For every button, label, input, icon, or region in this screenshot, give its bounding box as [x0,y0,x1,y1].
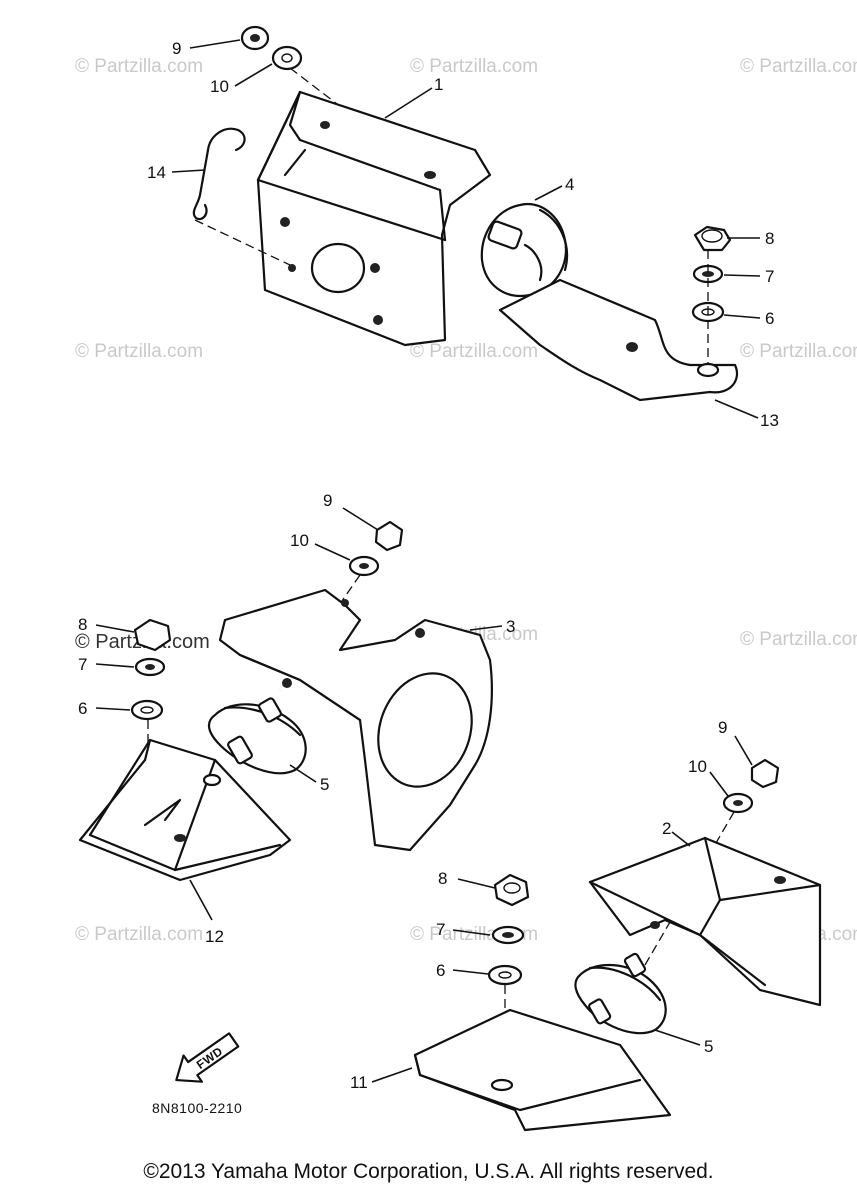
watermark: © Partzilla.com [740,629,857,650]
callout-label: 2 [662,819,671,838]
nut-part [493,873,530,907]
callout-label: 4 [565,175,574,194]
damper-part-5 [574,952,667,1035]
bottom-assembly [413,758,822,1132]
callout-label: 11 [350,1073,368,1092]
washer-part [134,657,166,677]
washer-part [130,699,164,721]
callout-label: 10 [688,757,707,776]
damper-part-4 [480,202,569,298]
watermark: © Partzilla.com [75,341,203,362]
washer-part [491,925,525,945]
watermark: © Partzilla.com [740,56,857,77]
copyright-notice: ©2013 Yamaha Motor Corporation, U.S.A. A… [143,1160,714,1183]
callout-label: 8 [438,869,447,888]
washer-part [271,45,303,71]
diagram-code: 8N8100-2210 [152,1100,242,1116]
callout-label: 12 [205,927,224,946]
watermark: © Partzilla.com [410,341,538,362]
callouts: 9 10 1 14 4 8 7 6 13 9 10 8 7 6 3 5 12 9… [78,39,779,1092]
callout-label: 10 [210,77,229,96]
callout-label: 10 [290,531,309,550]
bracket-part-12 [78,738,292,882]
callout-label: 6 [765,309,774,328]
nut-part [374,520,404,552]
forward-arrow-icon: FWD [175,1032,240,1083]
bracket-part-2 [588,836,822,1007]
callout-label: 8 [765,229,774,248]
top-assembly [192,25,738,402]
damper-part-5 [207,697,307,775]
watermark: © Partzilla.com [410,56,538,77]
callout-label: 7 [436,920,445,939]
callout-label: 5 [320,775,329,794]
callout-label: 8 [78,615,87,634]
callout-label: 14 [147,163,166,182]
watermark: © Partzilla.com [75,56,203,77]
middle-assembly [78,520,493,882]
bracket-part-3 [218,588,493,852]
callout-label: 9 [172,39,181,58]
washer-part [487,964,523,986]
bracket-part-13 [498,278,738,402]
callout-label: 3 [506,617,515,636]
callout-label: 7 [78,655,87,674]
nut-part [133,618,172,652]
nut-part [240,25,270,51]
callout-label: 1 [434,75,443,94]
callout-label: 7 [765,267,774,286]
callout-label: 5 [704,1037,713,1056]
clip-part [192,127,246,221]
leader-lines [95,39,761,1083]
callout-label: 9 [323,491,332,510]
callout-label: 9 [718,718,727,737]
watermark: © Partzilla.com [740,341,857,362]
callout-label: 6 [436,961,445,980]
washer-part [348,555,380,577]
nut-part [750,758,780,789]
callout-label: 13 [760,411,779,430]
bracket-part-11 [413,1008,672,1132]
bracket-part-1 [256,90,492,347]
washer-part [722,792,754,814]
nut-part [693,225,732,252]
callout-label: 6 [78,699,87,718]
watermark: © Partzilla.com [75,924,203,945]
